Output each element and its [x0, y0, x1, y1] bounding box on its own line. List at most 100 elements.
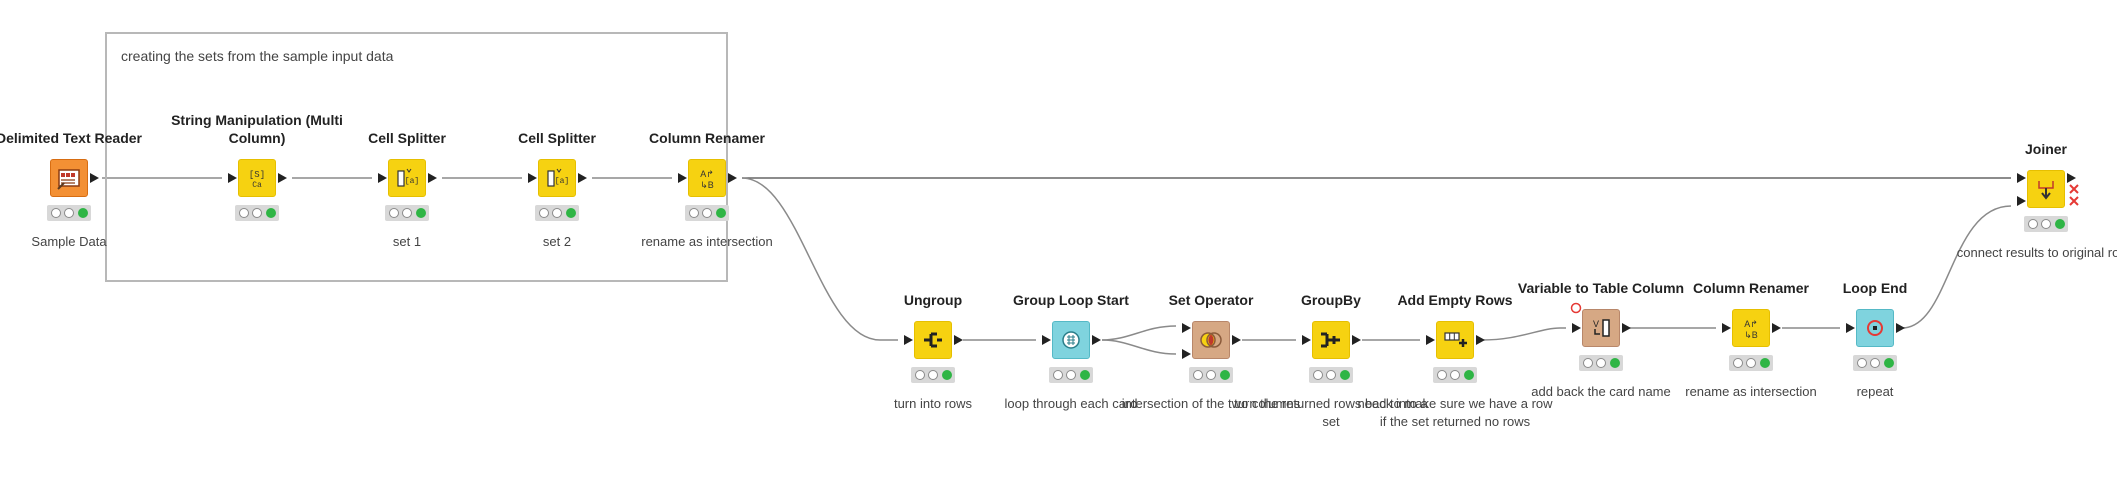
status-traffic-light [685, 205, 729, 221]
node-description: turn the returned rows back into a set [1234, 396, 1428, 429]
connection-loopstart-to-setop-2 [1101, 339, 1177, 355]
node-title: Group Loop Start [1013, 292, 1129, 308]
output-port[interactable] [1232, 335, 1241, 345]
groupby-icon [1312, 321, 1350, 359]
status-traffic-light [385, 205, 429, 221]
connection-loopstart-to-setop-1 [1101, 325, 1177, 341]
status-traffic-light [2024, 216, 2068, 232]
inactive-port-icon [2069, 184, 2079, 206]
node-title: GroupBy [1301, 292, 1361, 308]
node-description: set 1 [392, 234, 422, 249]
output-port-1[interactable] [2067, 173, 2076, 183]
svg-text:↳B: ↳B [1744, 330, 1758, 340]
file-reader-icon [50, 159, 88, 197]
node-title: Variable to Table Column [1517, 280, 1685, 296]
node-title: Delimited Text Reader [0, 130, 142, 146]
svg-text:V: V [1593, 319, 1599, 329]
variable-port-icon [1570, 302, 1582, 314]
input-port[interactable] [1042, 335, 1051, 345]
node-title: Joiner [2024, 141, 2067, 157]
column-renamer-icon: A↱↳B [1732, 309, 1770, 347]
input-port[interactable] [228, 173, 237, 183]
output-port[interactable] [1622, 323, 1631, 333]
input-port[interactable] [678, 173, 687, 183]
node-title: Set Operator [1168, 292, 1254, 308]
output-port[interactable] [428, 173, 437, 183]
string-manipulation-icon: [S]Ca [238, 159, 276, 197]
node-description: need to make sure we have a row if the s… [1357, 396, 1553, 429]
output-port[interactable] [954, 335, 963, 345]
input-port[interactable] [904, 335, 913, 345]
loop-end-icon [1856, 309, 1894, 347]
node-title: Column Renamer [1693, 280, 1809, 296]
node-title: Cell Splitter [518, 130, 596, 146]
node-description: add back the card name [1531, 384, 1671, 399]
node-description: rename as intersection [1685, 384, 1817, 399]
svg-text:A↱: A↱ [700, 169, 714, 179]
connection-addempty-to-var2table [1481, 327, 1566, 341]
node-title: Add Empty Rows [1397, 292, 1513, 308]
output-port[interactable] [728, 173, 737, 183]
node-description: rename as intersection [641, 234, 773, 249]
node-title: Column Renamer [649, 130, 765, 146]
status-traffic-light [1729, 355, 1773, 371]
status-traffic-light [1853, 355, 1897, 371]
input-port[interactable] [378, 173, 387, 183]
node-title: Ungroup [903, 292, 963, 308]
output-port[interactable] [1092, 335, 1101, 345]
connection-renamer1-to-ungroup [741, 177, 898, 341]
input-port[interactable] [1722, 323, 1731, 333]
cell-splitter-icon: [a] [388, 159, 426, 197]
input-port[interactable] [1302, 335, 1311, 345]
input-port[interactable] [1846, 323, 1855, 333]
output-port[interactable] [90, 173, 99, 183]
node-title: Cell Splitter [368, 130, 446, 146]
input-port[interactable] [528, 173, 537, 183]
input-port[interactable] [1572, 323, 1581, 333]
output-port[interactable] [1352, 335, 1361, 345]
annotation-text: creating the sets from the sample input … [121, 48, 394, 64]
node-description: Sample Data [31, 234, 107, 249]
loop-start-icon [1052, 321, 1090, 359]
status-traffic-light [1309, 367, 1353, 383]
status-traffic-light [911, 367, 955, 383]
status-traffic-light [47, 205, 91, 221]
connection-loopend-to-joiner [1901, 205, 2012, 329]
cell-splitter-icon: [a] [538, 159, 576, 197]
status-traffic-light [1189, 367, 1233, 383]
status-traffic-light [1579, 355, 1623, 371]
node-description: connect results to original rows [1956, 245, 2117, 260]
svg-text:A↱: A↱ [1744, 319, 1758, 329]
svg-text:[a]: [a] [555, 177, 569, 186]
output-port[interactable] [278, 173, 287, 183]
svg-text:[S]: [S] [249, 170, 265, 180]
status-traffic-light [1433, 367, 1477, 383]
variable-to-table-icon: V [1582, 309, 1620, 347]
node-title: Loop End [1842, 280, 1908, 296]
output-port[interactable] [1772, 323, 1781, 333]
input-port[interactable] [1426, 335, 1435, 345]
output-port[interactable] [1896, 323, 1905, 333]
set-operator-icon [1192, 321, 1230, 359]
joiner-icon [2027, 170, 2065, 208]
input-port-left[interactable] [2017, 173, 2026, 183]
add-empty-rows-icon [1436, 321, 1474, 359]
input-port-top[interactable] [1182, 323, 1191, 333]
node-description: set 2 [542, 234, 572, 249]
input-port-right[interactable] [2017, 196, 2026, 206]
column-renamer-icon: A↱↳B [688, 159, 726, 197]
status-traffic-light [535, 205, 579, 221]
node-description: intersection of the two columns [1121, 396, 1301, 411]
node-title: String Manipulation (Multi Column) [171, 112, 343, 146]
output-port[interactable] [1476, 335, 1485, 345]
input-port-bottom[interactable] [1182, 349, 1191, 359]
node-description: repeat [1856, 384, 1894, 399]
status-traffic-light [1049, 367, 1093, 383]
svg-text:Ca: Ca [252, 181, 262, 190]
node-description: loop through each card [1004, 396, 1138, 411]
annotation-box: creating the sets from the sample input … [105, 32, 728, 282]
output-port[interactable] [578, 173, 587, 183]
svg-text:[a]: [a] [405, 177, 419, 186]
svg-text:↳B: ↳B [700, 180, 714, 190]
